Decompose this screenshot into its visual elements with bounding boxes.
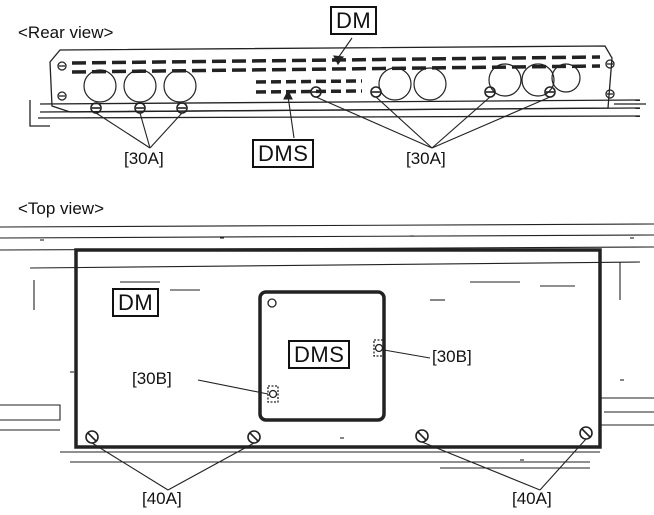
top-view-40a-label-left: [40A] [142, 489, 182, 508]
rear-view-corner-screws [57, 59, 615, 101]
rear-view-dms-board [255, 79, 363, 94]
top-view-title: <Top view> [18, 199, 104, 218]
rear-view-leader-lines [95, 37, 551, 149]
rear-view-title: <Rear view> [18, 23, 114, 42]
rear-view-30a-label-right: [30A] [406, 149, 446, 168]
top-view-leader-lines [91, 349, 587, 491]
top-view-30b-label-left: [30B] [132, 369, 172, 388]
rear-view-connectors [83, 63, 581, 103]
top-view-dm-label: DM [112, 288, 160, 317]
rear-view-dms-label: DMS [252, 139, 315, 168]
top-view-dm-board [74, 248, 602, 449]
top-view-40a-label-right: [40A] [512, 489, 552, 508]
top-view-40a-screws [85, 426, 593, 444]
rear-view-30a-label-left: [30A] [124, 149, 164, 168]
top-view-dms-label: DMS [288, 340, 351, 369]
rear-view-dm-label: DM [330, 6, 378, 35]
top-view-30b-label-right: [30B] [432, 347, 472, 366]
